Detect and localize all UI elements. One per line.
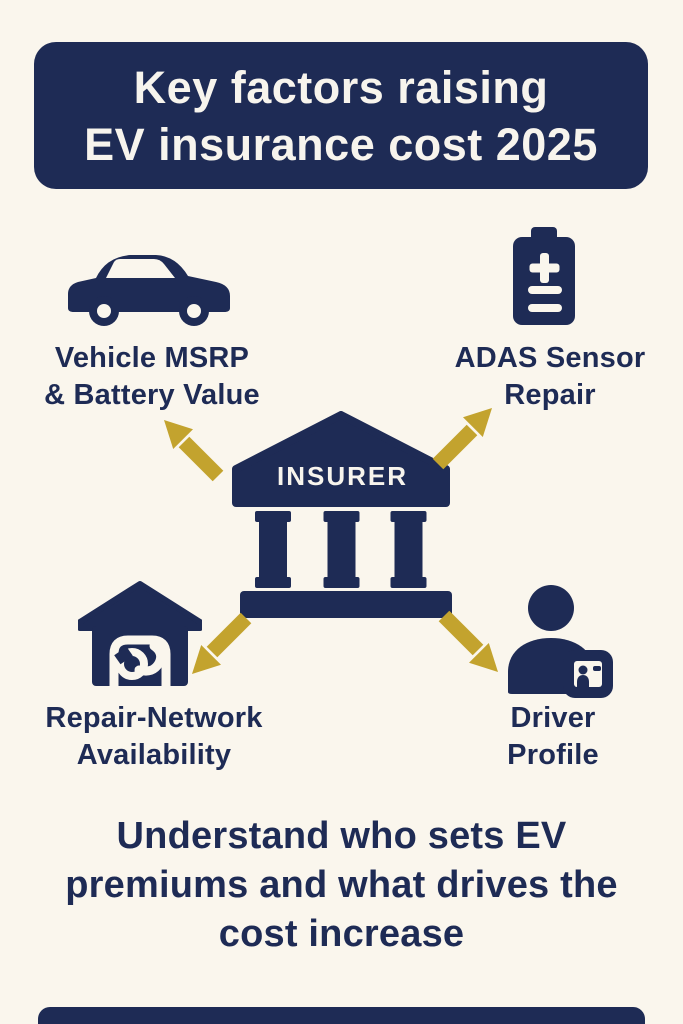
driver-id-card-icon bbox=[508, 585, 613, 698]
title-banner: Key factors raising EV insurance cost 20… bbox=[34, 42, 648, 189]
factor-label-driver-profile: Driver Profile bbox=[413, 700, 683, 774]
car-icon bbox=[68, 255, 230, 326]
factor-label-vehicle-msrp: Vehicle MSRP & Battery Value bbox=[12, 340, 292, 414]
factor-label-adas-sensor: ADAS Sensor Repair bbox=[410, 340, 683, 414]
footer-caption: Understand who sets EV premiums and what… bbox=[38, 812, 645, 959]
arrow-down-right-icon bbox=[438, 610, 498, 672]
factor-label-line: Profile bbox=[507, 739, 599, 771]
garage-wrench-icon bbox=[78, 581, 202, 686]
factor-label-line: ADAS Sensor bbox=[454, 342, 646, 374]
footer-caption-line: cost increase bbox=[218, 913, 465, 955]
arrow-up-left-icon bbox=[164, 420, 224, 482]
bank-building-icon bbox=[232, 411, 452, 618]
insurer-label: INSURER bbox=[276, 461, 408, 491]
title-line-1: Key factors raising bbox=[133, 61, 549, 113]
factor-label-line: Vehicle MSRP bbox=[54, 342, 250, 374]
arrow-down-left-icon bbox=[192, 612, 252, 674]
factor-label-line: Repair-Network bbox=[45, 702, 263, 734]
title-line-2: EV insurance cost 2025 bbox=[84, 118, 598, 170]
footer-caption-line: Understand who sets EV bbox=[116, 815, 567, 857]
factor-label-repair-network: Repair-Network Availability bbox=[14, 700, 294, 774]
factor-label-line: Repair bbox=[504, 379, 596, 411]
factor-label-line: Availability bbox=[76, 739, 232, 771]
factor-label-line: & Battery Value bbox=[44, 379, 260, 411]
factor-label-line: Driver bbox=[510, 702, 596, 734]
footer-caption-line: premiums and what drives the bbox=[65, 864, 618, 906]
arrow-up-right-icon bbox=[432, 408, 492, 470]
battery-icon bbox=[513, 227, 575, 325]
bottom-bar bbox=[38, 1007, 645, 1024]
